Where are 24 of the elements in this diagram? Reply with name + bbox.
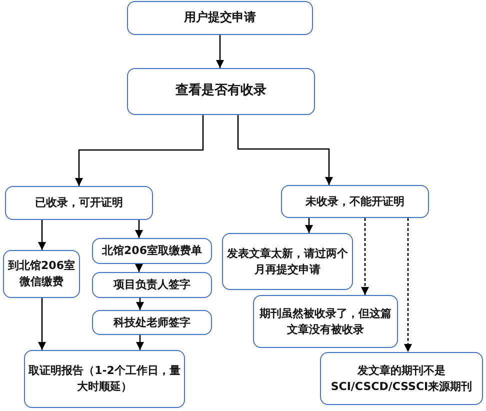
process-box: 查看是否有收录 [127, 68, 315, 115]
arrow [136, 335, 144, 350]
arrow [75, 115, 204, 186]
arrow [135, 264, 143, 272]
process-box: 发文章的期刊不是SCI/CSCD/CSSCI来源期刊 [320, 352, 483, 405]
arrow [305, 218, 313, 233]
process-box: 未收录，不能开证明 [281, 185, 429, 218]
arrow [237, 115, 333, 185]
process-box: 到北馆206室微信缴费 [3, 250, 80, 298]
process-box: 项目负责人签字 [92, 272, 212, 298]
process-box: 科技处老师签字 [92, 310, 212, 335]
arrow [38, 298, 46, 350]
arrow [135, 220, 143, 238]
arrow [38, 220, 46, 250]
arrow [216, 35, 224, 68]
arrow [361, 218, 369, 295]
process-box: 发表文章太新，请过两个月再提交申请 [222, 233, 353, 290]
arrow [136, 298, 144, 310]
process-box: 用户提交申请 [127, 1, 313, 35]
process-box: 期刊虽然被收录了，但这篇文章没有被收录 [253, 295, 398, 348]
process-box: 取证明报告（1-2个工作日，量大时顺延） [24, 350, 185, 408]
arrow [404, 218, 412, 352]
process-box: 已收录，可开证明 [5, 186, 153, 220]
process-box: 北馆206室取缴费单 [92, 238, 212, 264]
